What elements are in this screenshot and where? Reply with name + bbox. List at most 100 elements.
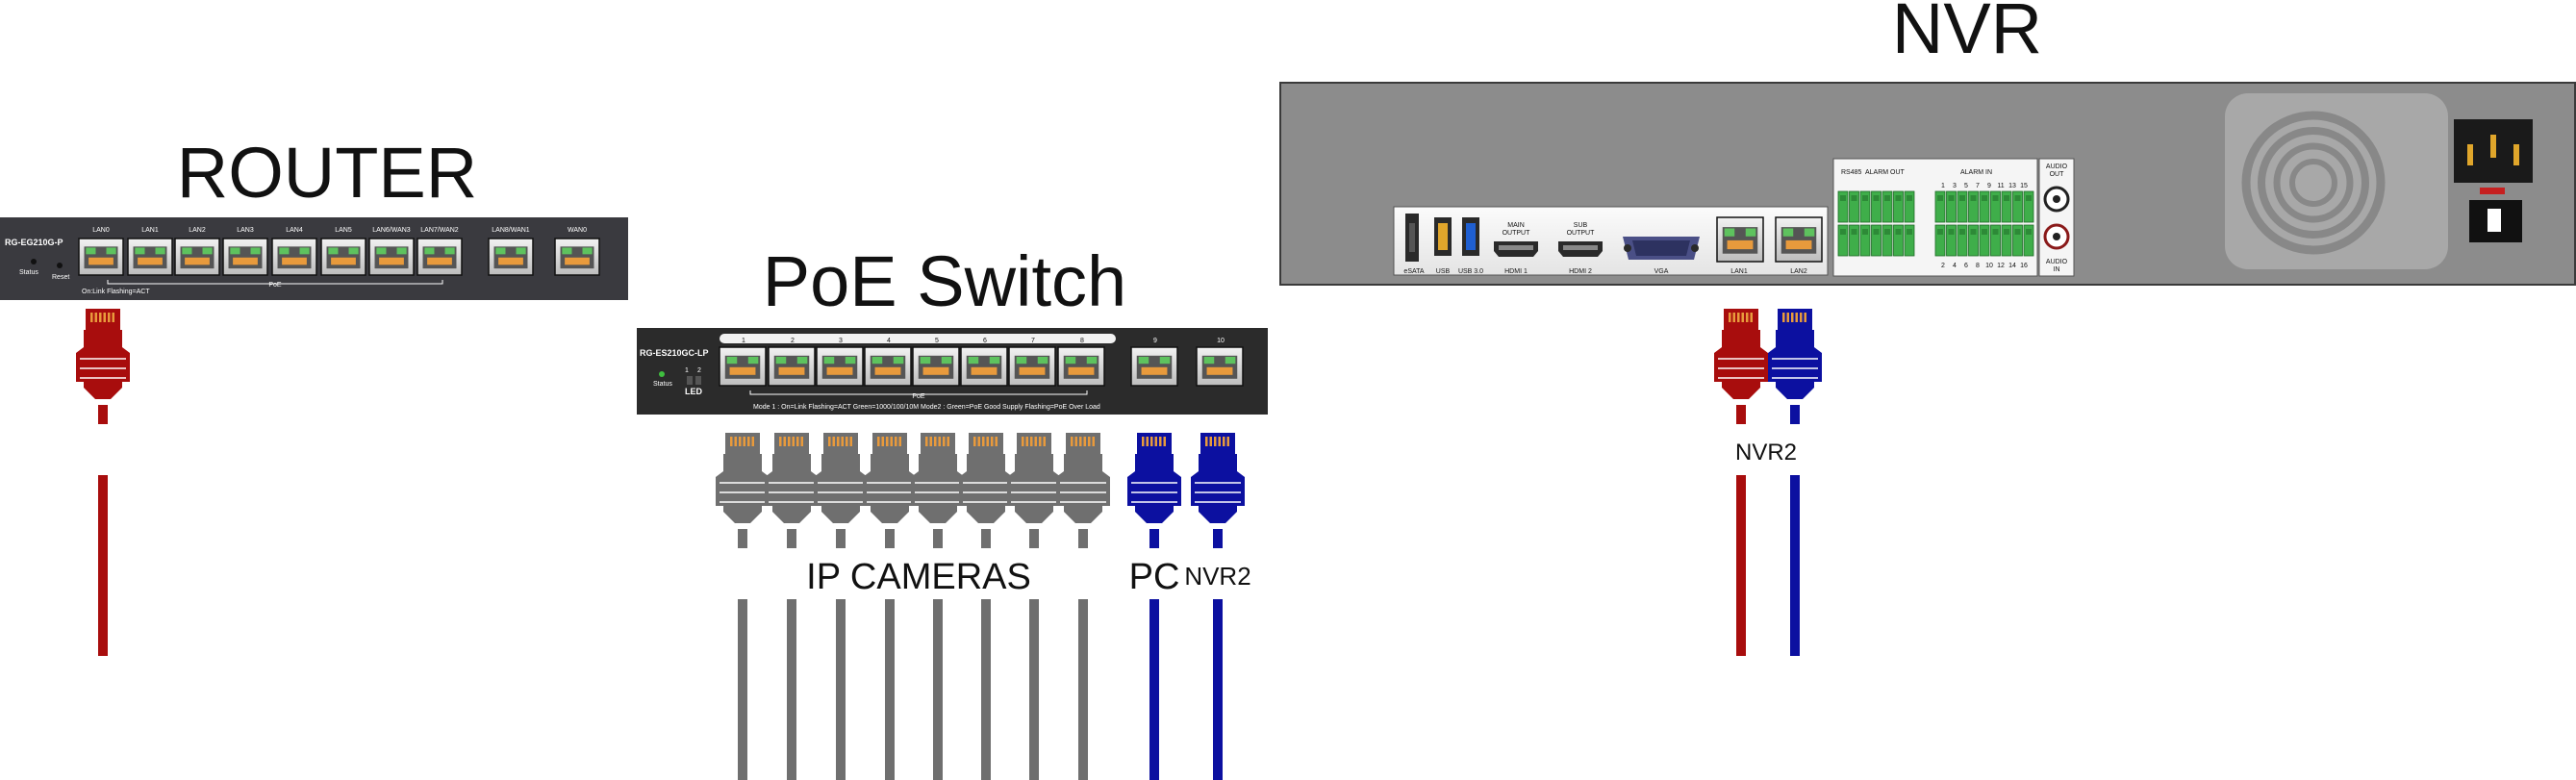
switch-port-1[interactable] — [719, 346, 767, 387]
camera-cable-2-boot-ridges — [769, 482, 815, 503]
camera-cable-4-pin — [890, 437, 893, 446]
terminal-block[interactable] — [1881, 190, 1893, 223]
nvr-lan2-port[interactable] — [1775, 216, 1823, 263]
router-port-8[interactable]: LAN8/WAN1 — [488, 227, 534, 276]
switch-port-6[interactable] — [960, 346, 1008, 387]
router-port-5-contacts — [331, 257, 356, 265]
terminal-block[interactable] — [1859, 224, 1871, 257]
router-port-0[interactable]: LAN0 — [78, 227, 124, 276]
router-port-7-led-link — [424, 247, 435, 255]
switch-port-number-5: 5 — [935, 338, 939, 344]
terminal-block[interactable] — [1946, 224, 1957, 257]
camera-cable-1-strain-relief — [738, 529, 747, 548]
switch-nvr2-cable-pin — [1209, 437, 1212, 446]
terminal-block[interactable] — [1871, 224, 1881, 257]
switch-port-6-contacts — [971, 366, 998, 375]
terminal-screw — [1862, 229, 1868, 235]
camera-cable-8 — [1056, 433, 1110, 780]
terminal-block[interactable] — [2012, 224, 2023, 257]
router-port-3[interactable]: LAN3 — [222, 227, 268, 276]
pc-cable-strain-relief — [1149, 529, 1159, 548]
terminal-block[interactable] — [1837, 190, 1849, 223]
terminal-block[interactable] — [1979, 224, 1990, 257]
terminal-block[interactable] — [2012, 190, 2023, 223]
terminal-block[interactable] — [1881, 224, 1893, 257]
nvr-title: NVR — [1892, 0, 2042, 68]
terminal-block[interactable] — [1968, 224, 1979, 257]
router-port-4[interactable]: LAN4 — [271, 227, 317, 276]
terminal-block[interactable] — [1849, 190, 1859, 223]
terminal-block[interactable] — [1859, 190, 1871, 223]
camera-cable-1 — [716, 433, 770, 780]
router-port-8-led-link — [495, 247, 506, 255]
terminal-block[interactable] — [1837, 224, 1849, 257]
switch-port-7[interactable] — [1008, 346, 1056, 387]
router-port-7[interactable]: LAN7/WAN2 — [417, 227, 463, 276]
terminal-block[interactable] — [1934, 190, 1946, 223]
camera-cable-5-plug — [921, 433, 955, 454]
camera-cable-2-pin — [783, 437, 786, 446]
terminal-block[interactable] — [1957, 190, 1968, 223]
terminal-screw — [1840, 195, 1846, 201]
camera-cable-5-pin — [929, 437, 932, 446]
terminal-screw — [1862, 195, 1868, 201]
camera-cable-8-pin — [1083, 437, 1086, 446]
terminal-block[interactable] — [1871, 190, 1881, 223]
terminal-block[interactable] — [1904, 224, 1915, 257]
terminal-screw — [1840, 229, 1846, 235]
pc-cable-pin — [1154, 437, 1157, 446]
switch-port-4-contacts — [874, 366, 901, 375]
alarm-in-bottom-10: 10 — [1985, 263, 1993, 269]
terminal-block[interactable] — [2023, 190, 2034, 223]
pc-cable-pin — [1142, 437, 1145, 446]
nvr-lan2-cable-boot-ridges — [1772, 358, 1818, 379]
router-port-6[interactable]: LAN6/WAN3 — [368, 227, 415, 276]
terminal-block[interactable] — [1946, 190, 1957, 223]
terminal-block[interactable] — [2001, 224, 2012, 257]
terminal-block[interactable] — [1979, 190, 1990, 223]
switch-port-4[interactable] — [864, 346, 912, 387]
nvr-lan1-cable-wire — [1736, 475, 1746, 656]
vga-label: VGA — [1654, 268, 1669, 275]
terminal-block[interactable] — [1968, 190, 1979, 223]
router-port-6-led-act — [396, 247, 407, 255]
terminal-block[interactable] — [2023, 224, 2034, 257]
terminal-block[interactable] — [1990, 224, 2001, 257]
terminal-block[interactable] — [1990, 190, 2001, 223]
router-cable — [76, 309, 130, 656]
camera-cable-4-pin — [886, 437, 889, 446]
switch-port-10[interactable] — [1196, 346, 1244, 387]
nvr-lan2-label: LAN2 — [1790, 268, 1807, 275]
terminal-block[interactable] — [1904, 190, 1915, 223]
camera-cable-2 — [765, 433, 819, 780]
router-reset-button[interactable] — [57, 263, 63, 268]
camera-cable-1-pin — [747, 437, 750, 446]
switch-led-mode-button[interactable] — [687, 376, 693, 385]
camera-cable-4-pin — [877, 437, 880, 446]
switch-port-3[interactable] — [816, 346, 864, 387]
switch-led-mode-button-2[interactable] — [695, 376, 701, 385]
switch-port-8[interactable] — [1057, 346, 1105, 387]
switch-port-number-3: 3 — [839, 338, 843, 344]
router-port-1[interactable]: LAN1 — [127, 227, 173, 276]
router-port-5[interactable]: LAN5 — [320, 227, 366, 276]
alarm-in-top-5: 5 — [1964, 183, 1968, 189]
camera-cable-3-pin — [846, 437, 848, 446]
switch-port-2[interactable] — [768, 346, 816, 387]
terminal-block[interactable] — [1893, 190, 1904, 223]
nvr-lan2-port-led-act — [1804, 228, 1815, 237]
terminal-block[interactable] — [1957, 224, 1968, 257]
alarm-in-bottom-8: 8 — [1976, 263, 1980, 269]
terminal-block[interactable] — [2001, 190, 2012, 223]
router-port-9[interactable]: WAN0 — [554, 227, 600, 276]
camera-cable-1-pin — [730, 437, 733, 446]
nvr-lan1-port[interactable] — [1716, 216, 1764, 263]
terminal-block[interactable] — [1849, 224, 1859, 257]
switch-port-9[interactable] — [1130, 346, 1178, 387]
router-port-2[interactable]: LAN2 — [174, 227, 220, 276]
terminal-block[interactable] — [1893, 224, 1904, 257]
terminal-block[interactable] — [1934, 224, 1946, 257]
switch-port-5[interactable] — [912, 346, 960, 387]
alarm-in-bottom-2: 2 — [1941, 263, 1945, 269]
